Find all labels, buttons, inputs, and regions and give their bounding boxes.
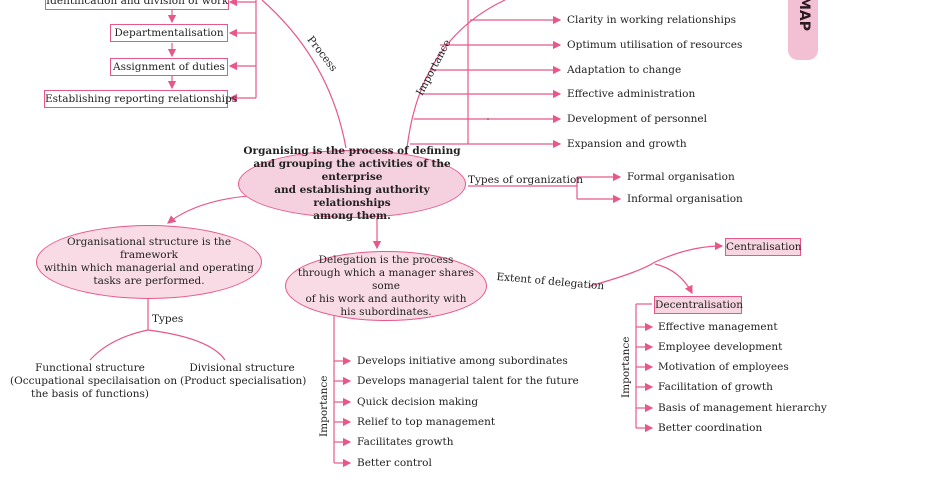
importance-top-item: Clarity in working relationships (567, 14, 736, 26)
process-step-3: Assignment of duties (110, 58, 228, 76)
formal-organisation: Formal organisation (627, 171, 735, 183)
importance-top-item: Optimum utilisation of resources (567, 39, 743, 51)
decentralisation-box: Decentralisation (654, 296, 743, 314)
delegation-importance-item: Develops initiative among subordinates (357, 355, 568, 367)
delegation-definition: Delegation is the process through which … (285, 251, 487, 321)
tab-label: MAP (796, 0, 812, 32)
importance-top-item: Development of personnel (567, 113, 707, 125)
delegation-line: his subordinates. (340, 305, 432, 318)
center-line: and grouping the activities of the enter… (253, 158, 451, 183)
importance-top-item: Adaptation to change (567, 64, 682, 76)
delegation-line: through which a manager shares some (297, 266, 475, 292)
centralisation-box: Centralisation (725, 238, 802, 256)
delegation-importance-item: Better control (357, 457, 432, 469)
delegation-importance-item: Facilitates growth (357, 436, 454, 448)
process-step-1: Identification and division of work (45, 0, 229, 10)
delegation-importance-label: Importance (318, 375, 330, 437)
functional-line: the basis of functions) (31, 388, 149, 400)
process-step-4: Establishing reporting relationships (44, 90, 237, 108)
functional-line: (Occupational specilaisation on (10, 375, 178, 387)
decentralisation-importance-item: Basis of management hierarchy (658, 402, 827, 414)
decentralisation-importance-label: Importance (620, 336, 632, 398)
delegation-importance-item: Quick decision making (357, 396, 479, 408)
org-structure-line: tasks are performed. (93, 275, 205, 287)
decentralisation-importance-item: Better coordination (658, 422, 763, 434)
organising-definition: Organising is the process of defining an… (238, 145, 466, 222)
delegation-line: Delegation is the process (318, 253, 454, 266)
importance-top-item: Expansion and growth (567, 138, 687, 150)
informal-organisation: Informal organisation (627, 193, 743, 205)
functional-line: Functional structure (35, 362, 145, 374)
concept-map-tab: MAP (788, 0, 818, 60)
org-structure-line: within which managerial and operating (43, 262, 255, 274)
delegation-importance-item: Develops managerial talent for the futur… (357, 375, 579, 387)
process-step-2: Departmentalisation (110, 24, 228, 42)
functional-structure: Functional structure (Occupational speci… (10, 362, 178, 401)
types-label: Types (152, 313, 184, 325)
organisational-structure-definition: Organisational structure is the framewor… (36, 225, 262, 299)
delegation-line: of his work and authority with (305, 292, 467, 305)
decentralisation-importance-item: Employee development (658, 341, 783, 353)
decentralisation-importance-item: Motivation of employees (658, 361, 789, 373)
types-of-organization-label: Types of organization (468, 174, 584, 186)
center-line: Organising is the process of defining (243, 145, 461, 157)
importance-top-item: Effective administration (567, 88, 696, 100)
center-line: and establishing authority relationships (274, 184, 430, 209)
center-line: among them. (313, 210, 391, 222)
divisional-line: Divisional structure (189, 362, 295, 374)
decentralisation-importance-item: Facilitation of growth (658, 381, 773, 393)
divisional-line: (Product specialisation) (180, 375, 307, 387)
divisional-structure: Divisional structure (Product specialisa… (180, 362, 307, 388)
delegation-importance-item: Relief to top management (357, 416, 496, 428)
decentralisation-importance-item: Effective management (658, 321, 778, 333)
org-structure-line: Organisational structure is the framewor… (66, 236, 232, 261)
